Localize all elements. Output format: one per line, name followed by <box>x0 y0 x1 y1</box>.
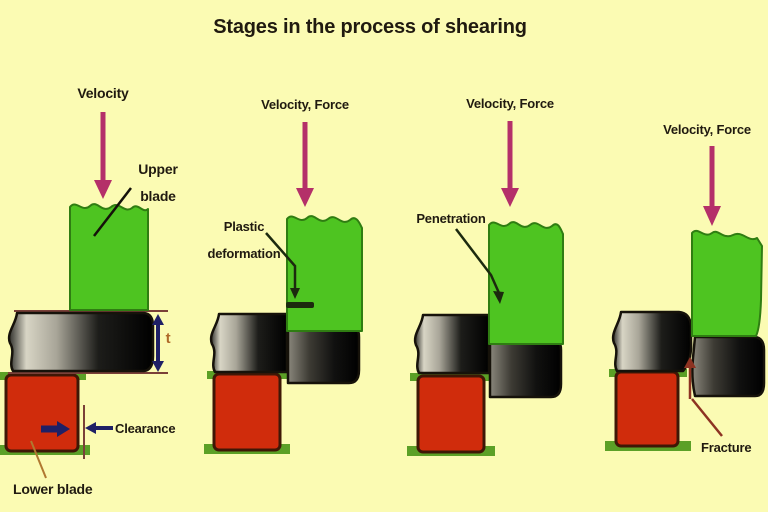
plastic-deformation-label: Plastic deformation <box>207 219 281 261</box>
lower-blade-shape-3 <box>416 374 486 454</box>
thickness-arrow-head-down <box>152 361 164 372</box>
lower-blade-label: Lower blade <box>13 481 93 497</box>
velocity-label-1: Velocity <box>77 85 129 101</box>
stage-2-plastic-deformation <box>204 122 363 454</box>
plastic-deformation-pointer-head <box>290 288 300 299</box>
upper-blade-label: Upper blade <box>138 161 178 204</box>
fracture-label: Fracture <box>701 440 752 455</box>
diagram-title: Stages in the process of shearing <box>213 16 527 38</box>
upper-blade-shape-4 <box>691 229 763 337</box>
blade-offset-arrow-head <box>57 421 70 437</box>
velocity-force-label-3: Velocity, Force <box>466 96 554 111</box>
lower-blade-shape-1 <box>4 373 80 453</box>
workpiece-sheet-right-4 <box>691 335 766 398</box>
workpiece-sheet-left-2 <box>209 312 289 374</box>
upper-blade-shape-3 <box>488 221 564 345</box>
upper-blade-shape-2 <box>286 215 363 332</box>
velocity-force-label-2: Velocity, Force <box>261 97 349 112</box>
upper-blade-pointer-line <box>93 187 132 237</box>
workpiece-sheet-left-3 <box>413 313 491 375</box>
lower-blade-shape-4 <box>614 370 680 448</box>
workpiece-sheet-right-2 <box>286 322 361 385</box>
thickness-arrow-head-up <box>152 314 164 325</box>
thickness-label: t <box>165 330 171 347</box>
workpiece-sheet-right-3 <box>488 335 563 399</box>
upper-blade-shape-1 <box>69 203 149 311</box>
fracture-pointer-head <box>684 357 696 368</box>
velocity-force-label-4: Velocity, Force <box>663 122 751 137</box>
lower-blade-shape-2 <box>212 372 282 452</box>
workpiece-sheet-left-4 <box>611 310 693 373</box>
velocity-arrow-head-2 <box>296 188 314 207</box>
velocity-arrow-head-1 <box>94 180 112 199</box>
plastic-deformation-pointer-line <box>265 232 297 289</box>
penetration-pointer-line <box>455 228 501 294</box>
penetration-pointer-head <box>493 291 504 304</box>
lower-blade-pointer-line <box>30 440 47 479</box>
stage-4-fracture <box>605 146 766 451</box>
clearance-arrow-head <box>85 422 96 434</box>
plastic-deformation-dent-mark <box>286 302 314 308</box>
stage-3-penetration <box>407 121 564 456</box>
velocity-arrow-head-4 <box>703 206 721 226</box>
stage-1-initial-contact <box>0 112 168 479</box>
clearance-label: Clearance <box>115 421 176 436</box>
penetration-label: Penetration <box>416 211 486 226</box>
workpiece-sheet-1 <box>7 311 155 373</box>
velocity-arrow-head-3 <box>501 188 519 207</box>
fracture-pointer-line <box>688 366 723 437</box>
